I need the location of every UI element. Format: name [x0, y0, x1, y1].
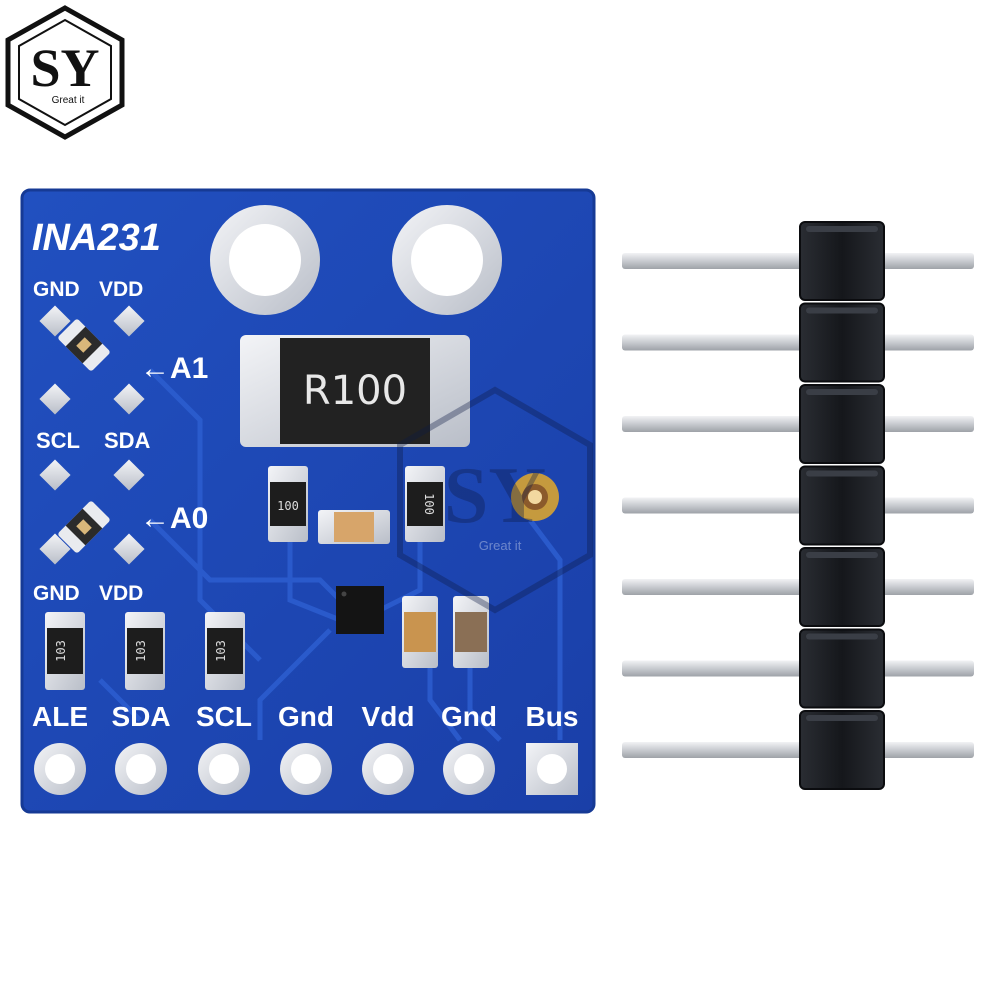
header-pin [622, 416, 974, 432]
mounting-hole-right [392, 205, 502, 315]
pullup-resistor-3: 103 [205, 612, 245, 690]
pin-label-gnd-2: Gnd [441, 701, 497, 732]
watermark-letters: SY [444, 452, 546, 540]
pullup-resistor-2-label: 103 [134, 640, 148, 662]
header-block-highlight [806, 470, 878, 477]
pin-label-bus: Bus [526, 701, 579, 732]
pin-header [622, 221, 974, 790]
header-plastic-block [799, 302, 885, 383]
pullup-resistor-2: 103 [125, 612, 165, 690]
resistor-100-right: 100 [405, 466, 445, 542]
ina231-chip [336, 586, 384, 634]
label-top-gnd: GND [33, 278, 80, 301]
header-plastic-block [799, 710, 885, 790]
header-plastic-block [799, 547, 885, 627]
label-top-vdd: VDD [99, 278, 143, 301]
address-jumper-a1 [39, 305, 145, 415]
resistor-100-right-label: 100 [422, 493, 436, 515]
logo-letters: SY [30, 38, 99, 98]
header-pin [622, 334, 974, 351]
pin-label-scl: SCL [196, 701, 252, 732]
label-bottom-vdd: VDD [99, 582, 143, 605]
logo-tagline: Great it [52, 95, 85, 106]
pin-label-sda: SDA [111, 701, 170, 732]
header-plastic-block [799, 628, 885, 709]
shunt-resistor-label: R100 [303, 368, 407, 414]
header-pin [622, 579, 974, 595]
header-plastic-block [799, 384, 885, 464]
label-scl: SCL [36, 428, 80, 453]
header-pin [622, 253, 974, 269]
label-sda: SDA [104, 428, 151, 453]
header-plastic-block [799, 221, 885, 301]
shunt-resistor: R100 [240, 335, 470, 447]
header-pin [622, 660, 974, 677]
pcb-board: INA231 GND VDD ←A1 SCL SDA [20, 188, 596, 814]
watermark-logo: SY Great it [397, 386, 593, 614]
header-block-highlight [806, 389, 878, 395]
via-hole [511, 473, 559, 521]
pullup-resistor-3-label: 103 [214, 640, 228, 662]
capacitor-right [453, 596, 489, 668]
header-block-highlight [806, 715, 878, 721]
mounting-hole-left [210, 205, 320, 315]
resistor-100-left-label: 100 [277, 499, 299, 513]
header-pin [622, 497, 974, 514]
header-block-highlight [806, 633, 878, 640]
capacitor-small [318, 510, 390, 544]
pcb-traces [98, 368, 563, 742]
pin-label-gnd-1: Gnd [278, 701, 334, 732]
header-block-highlight [806, 226, 878, 232]
pullup-resistor-1: 103 [45, 612, 85, 690]
header-plastic-block [799, 465, 885, 546]
pullup-resistor-1-label: 103 [54, 640, 68, 662]
pin-holes [34, 743, 578, 795]
board-title: INA231 [32, 217, 161, 259]
pin-label-vdd: Vdd [362, 701, 415, 732]
resistor-100-left: 100 [268, 466, 308, 542]
header-block-highlight [806, 307, 878, 314]
header-pin [622, 742, 974, 758]
pin-label-ale: ALE [32, 701, 88, 732]
label-a0: ←A0 [140, 502, 208, 535]
label-a1: ←A1 [140, 352, 208, 385]
watermark-tagline: Great it [479, 538, 522, 553]
label-bottom-gnd: GND [33, 582, 80, 605]
brand-logo: SY Great it [5, 5, 125, 140]
header-block-highlight [806, 552, 878, 558]
capacitor-left [402, 596, 438, 668]
